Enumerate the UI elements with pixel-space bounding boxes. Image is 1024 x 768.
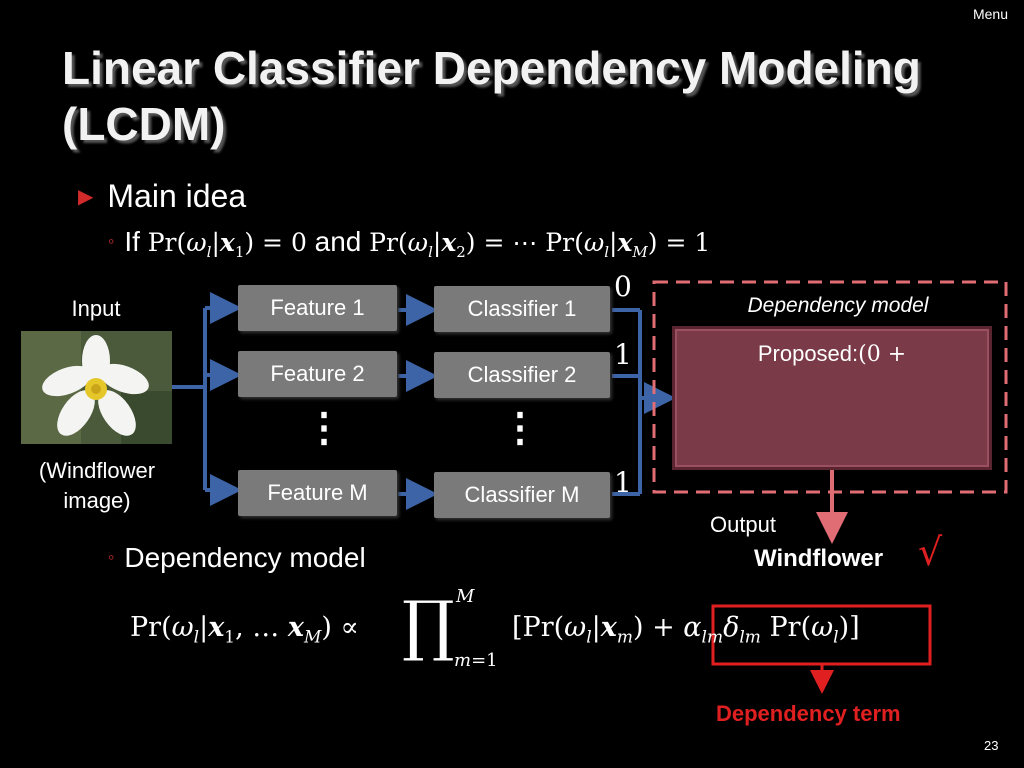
ring-bullet-icon: ◦: [108, 231, 115, 251]
output-value: Windflower: [754, 545, 884, 572]
bullet-dependency-model: ◦ Dependency model: [108, 542, 366, 574]
proposed-formula: (0 +: [858, 342, 907, 367]
product-upper-limit: M: [456, 586, 475, 607]
classifier-m-output: 1: [614, 466, 632, 499]
image-caption: (Windflower image): [38, 458, 156, 513]
product-symbol: ∏: [402, 587, 455, 664]
product-lower-limit: m=1: [454, 650, 498, 671]
condition-formula-1: Pr(ωl|x1) = 0: [147, 228, 307, 261]
slide-title: Linear Classifier Dependency Modeling (L…: [62, 42, 921, 150]
classifier-ellipsis: ⋮: [500, 406, 540, 450]
classifier-1-output: 0: [614, 270, 632, 303]
bullet-if-condition: ◦ If Pr(ωl|x1) = 0 and Pr(ωl|x2) = ⋯ Pr(ω…: [108, 226, 710, 261]
ring-bullet-icon: ◦: [108, 547, 115, 567]
if-text: If: [124, 226, 140, 257]
and-text: and: [314, 226, 362, 257]
condition-formula-2: Pr(ωl|x2) = ⋯ Pr(ωl|xM) = 1: [369, 228, 711, 261]
classifier-1-box: Classifier 1: [434, 286, 610, 332]
dependency-term-label: Dependency term: [716, 701, 901, 726]
classifier-m-box: Classifier M: [434, 472, 610, 518]
output-label: Output: [709, 512, 777, 537]
dependency-model-label: Dependency model: [747, 294, 929, 317]
feature-ellipsis: ⋮: [304, 406, 344, 450]
dependency-model-box: Proposed:(0 +: [672, 326, 992, 470]
triangle-bullet-icon: ▶: [78, 186, 94, 208]
check-mark-icon: √: [918, 530, 943, 574]
formula-right: [Pr(ωl|xm) + αlmδlm Pr(ωl)]: [512, 612, 860, 648]
feature-1-box: Feature 1: [238, 285, 397, 331]
classifier-2-output: 1: [614, 338, 632, 371]
bullet-main-idea: ▶ Main idea: [78, 178, 246, 215]
page-number: 23: [984, 738, 999, 753]
formula-left: Pr(ωl|x1, … xM) ∝: [130, 612, 359, 648]
windflower-image: [21, 331, 172, 444]
classifier-2-box: Classifier 2: [434, 352, 610, 398]
proposed-label: Proposed:: [757, 341, 859, 366]
bullet-dep-text: Dependency model: [124, 542, 366, 573]
bullet-main-text: Main idea: [107, 178, 247, 214]
feature-2-box: Feature 2: [238, 351, 397, 397]
input-label: Input: [71, 296, 121, 321]
menu-button[interactable]: Menu: [972, 6, 1008, 22]
feature-m-box: Feature M: [238, 470, 397, 516]
